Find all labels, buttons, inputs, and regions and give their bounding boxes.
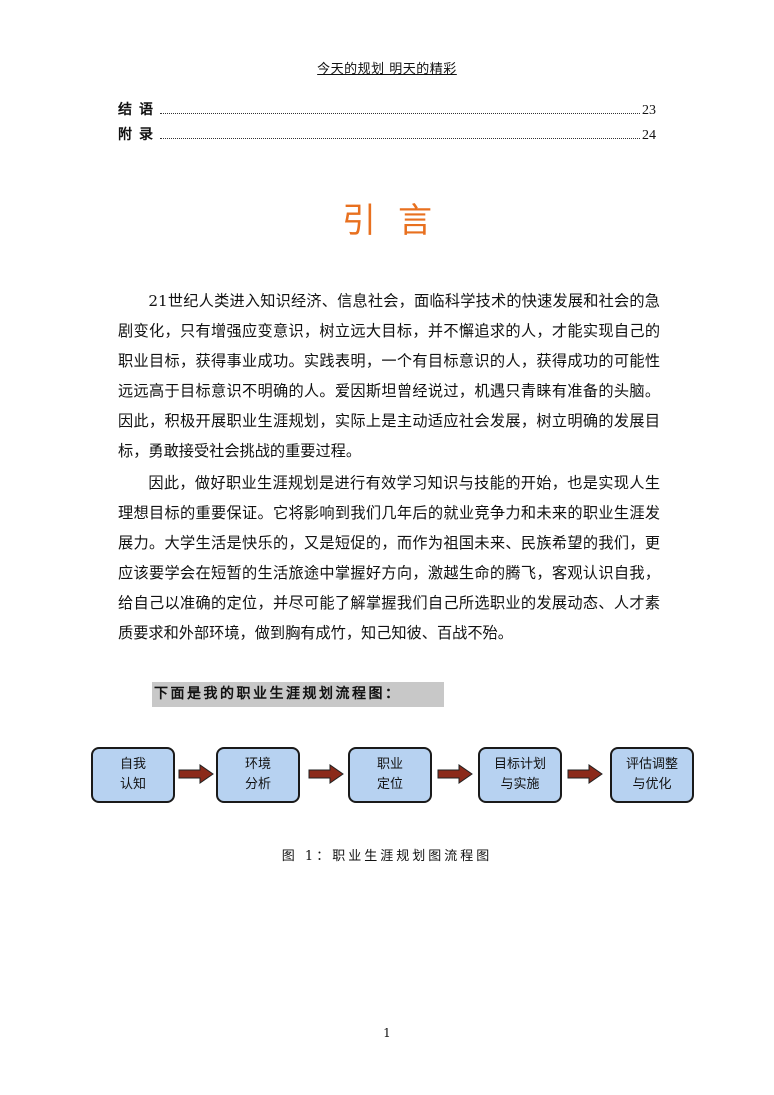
flow-step-line: 认知 — [119, 777, 146, 792]
page-number: 1 — [383, 1026, 391, 1040]
page-header: 今天的规划 明天的精彩 — [317, 62, 457, 77]
toc-row[interactable]: 附录 24 — [118, 124, 656, 149]
table-of-contents: 结语 23 附录 24 — [118, 99, 656, 149]
flow-step-line: 定位 — [376, 777, 403, 792]
arrow-right-icon — [308, 764, 344, 784]
figure-caption: 图 1：职业生涯规划图流程图 — [281, 849, 493, 864]
flow-step-line: 与优化 — [632, 777, 672, 792]
toc-label: 结语 — [118, 102, 160, 118]
flow-step-line: 分析 — [244, 777, 271, 792]
flow-step-self-awareness: 自我认知 — [91, 747, 175, 803]
flowchart-label: 下面是我的职业生涯规划流程图： — [152, 682, 444, 707]
arrow-right-icon — [178, 764, 214, 784]
flow-step-evaluate-adjust: 评估调整与优化 — [610, 747, 694, 803]
flow-step-environment-analysis: 环境分析 — [216, 747, 300, 803]
flow-step-line: 目标计划 — [493, 757, 546, 772]
flow-step-line: 环境 — [244, 757, 271, 772]
arrow-right-icon — [567, 764, 603, 784]
toc-page-number: 23 — [642, 103, 656, 118]
flow-step-line: 与实施 — [500, 777, 540, 792]
section-title: 引言 — [342, 201, 454, 241]
flow-step-line: 自我 — [119, 757, 146, 772]
flow-step-line: 评估调整 — [625, 757, 678, 772]
toc-row[interactable]: 结语 23 — [118, 99, 656, 124]
intro-paragraph-1: 21世纪人类进入知识经济、信息社会，面临科学技术的快速发展和社会的急剧变化，只有… — [118, 292, 660, 460]
flow-step-line: 职业 — [376, 757, 403, 772]
flow-step-goal-plan: 目标计划与实施 — [478, 747, 562, 803]
toc-label: 附录 — [118, 127, 160, 143]
toc-leader-dots — [160, 113, 640, 114]
toc-leader-dots — [160, 138, 640, 139]
toc-page-number: 24 — [642, 128, 656, 143]
intro-paragraph-2: 因此，做好职业生涯规划是进行有效学习知识与技能的开始，也是实现人生理想目标的重要… — [118, 474, 660, 642]
flow-step-career-positioning: 职业定位 — [348, 747, 432, 803]
arrow-right-icon — [437, 764, 473, 784]
